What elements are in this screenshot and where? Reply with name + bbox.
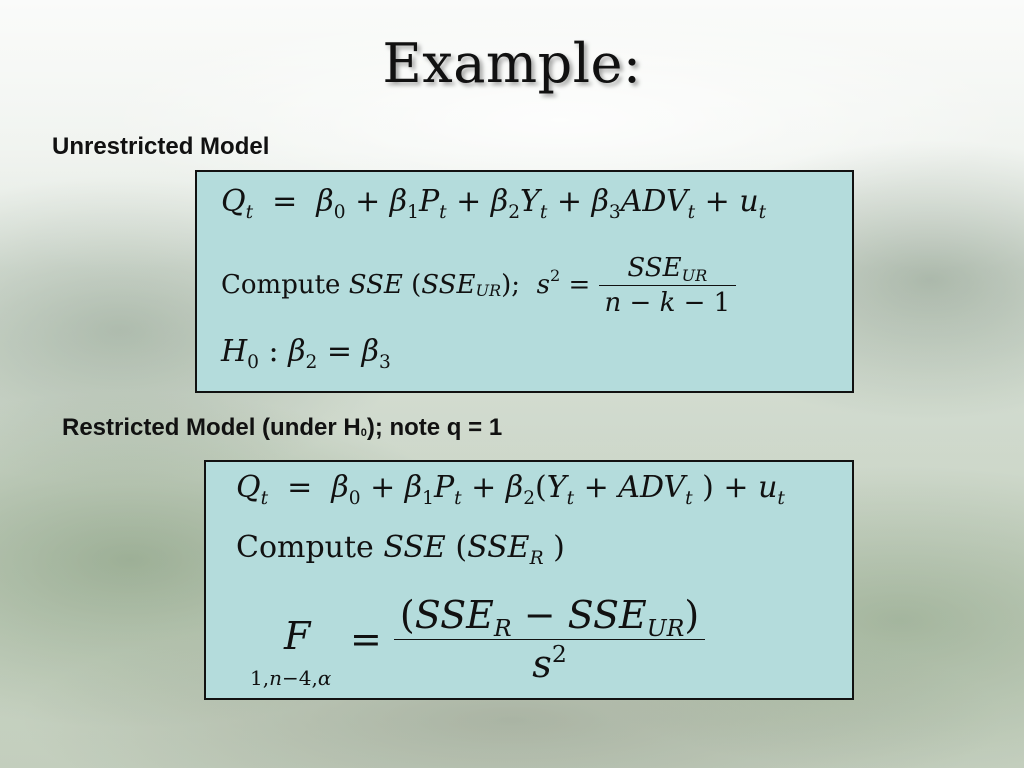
null-hypothesis: H0 : β2 = β3 [221, 334, 391, 373]
f-fraction: (SSER − SSEUR) s2 [393, 593, 706, 686]
f-statistic: F 1,n−4,α = (SSER − SSEUR) s2 [250, 584, 706, 694]
f-symbol: F [284, 614, 311, 658]
variance-fraction: SSEUR n − k − 1 [598, 253, 737, 318]
compute-sse-r-line: Compute SSE (SSER ) [236, 530, 565, 569]
compute-word: Compute [236, 530, 374, 565]
slide-title: Example: [382, 32, 642, 95]
restricted-equation: Qt = β0 + β1Pt + β2(Yt + ADVt ) + ut [236, 470, 785, 509]
f-subscript: 1,n−4,α [250, 666, 332, 690]
compute-word: Compute [221, 270, 341, 300]
restricted-model-box: Qt = β0 + β1Pt + β2(Yt + ADVt ) + ut Com… [204, 460, 854, 700]
unrestricted-model-label: Unrestricted Model [52, 133, 270, 160]
restricted-model-label: Restricted Model (under H0); note q = 1 [62, 414, 503, 441]
unrestricted-model-box: Qt = β0 + β1Pt + β2Yt + β3ADVt + ut Comp… [195, 170, 854, 393]
unrestricted-equation: Qt = β0 + β1Pt + β2Yt + β3ADVt + ut [221, 184, 767, 223]
